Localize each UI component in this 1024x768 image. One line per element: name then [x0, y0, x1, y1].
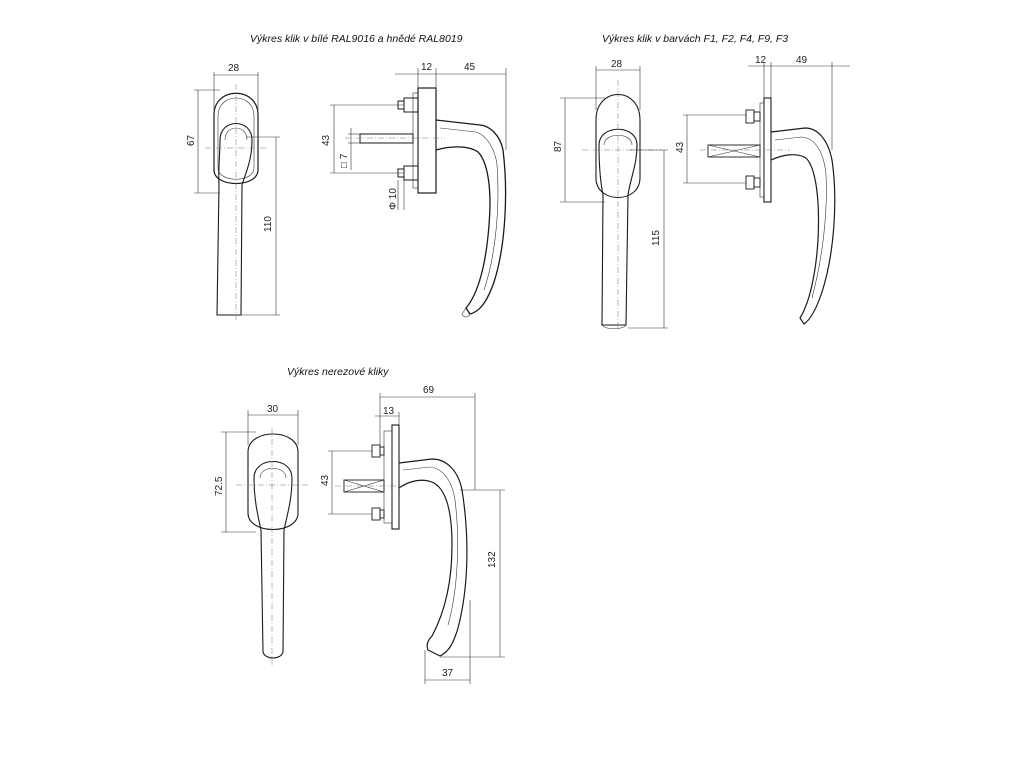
- drawing-3-side-view: 69 13 43 132 37: [320, 385, 505, 684]
- drawing-3-front-view: 30 72.5: [214, 404, 310, 665]
- dim-projection-1: 45: [464, 62, 476, 73]
- dim-screw-dia-1: Φ 10: [388, 188, 399, 210]
- drawing-1-side-view: 12 45 43 □ 7 Φ 10: [321, 62, 507, 318]
- drawing-2-title: Výkres klik v barvách F1, F2, F4, F9, F3: [602, 33, 789, 45]
- dim-rose-depth-1: 12: [421, 62, 433, 73]
- drawing-2-front-view: 28 87 115: [553, 59, 668, 330]
- dim-projection-2: 49: [796, 55, 808, 66]
- dim-front-width-2: 28: [611, 59, 623, 70]
- dim-rose-depth-2: 12: [755, 55, 767, 66]
- dim-rose-height-2: 87: [553, 140, 564, 152]
- drawing-1-front-view: 28 67 110: [186, 63, 280, 320]
- dim-rose-height-1: 67: [186, 134, 197, 146]
- dim-screw-spacing-2: 43: [675, 141, 686, 153]
- dim-front-width-3: 30: [267, 404, 279, 415]
- drawing-3-title: Výkres nerezové kliky: [287, 366, 389, 378]
- dim-lever-length-3: 132: [487, 551, 498, 568]
- dim-rose-depth-3: 13: [383, 406, 395, 417]
- dim-grip-width-3: 37: [442, 668, 454, 679]
- dim-screw-spacing-1: 43: [321, 134, 332, 146]
- dim-spindle-1: □ 7: [339, 153, 350, 168]
- drawing-1-title: Výkres klik v bílé RAL9016 a hnědé RAL80…: [250, 33, 463, 45]
- dim-overall-projection-3: 69: [423, 385, 435, 396]
- drawing-2-side-view: 12 49 43: [675, 55, 850, 325]
- dim-front-width-1: 28: [228, 63, 240, 74]
- dim-lever-length-1: 110: [263, 216, 274, 232]
- dim-rose-height-3: 72.5: [214, 476, 225, 496]
- dim-lever-length-2: 115: [651, 230, 662, 246]
- dim-screw-spacing-3: 43: [320, 474, 331, 486]
